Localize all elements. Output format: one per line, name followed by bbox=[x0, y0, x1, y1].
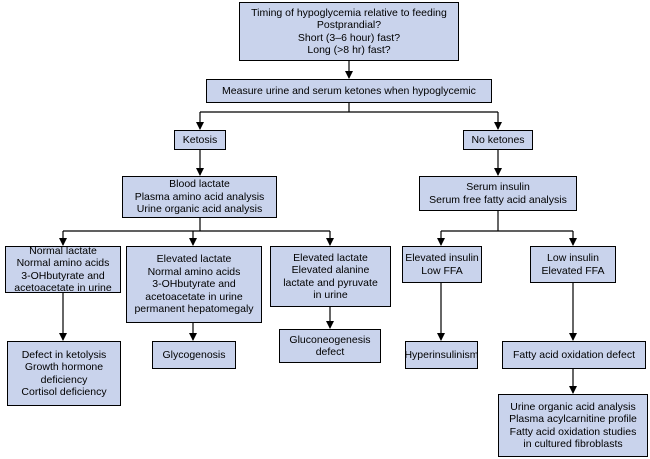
timing-line-1: Timing of hypoglycemia relative to feedi… bbox=[251, 6, 447, 19]
normal-lactate-line-3: 3-OHbutyrate and bbox=[21, 269, 105, 282]
hyperinsulinism-line-1: Hyperinsulinism bbox=[404, 348, 479, 361]
node-measure: Measure urine and serum ketones when hyp… bbox=[206, 79, 492, 103]
gluconeogenesis-line-1: Gluconeogenesis bbox=[289, 333, 371, 346]
ketolysis-defect-line-3: deficiency bbox=[40, 373, 88, 386]
urine-organic-line-1: Urine organic acid analysis bbox=[510, 400, 636, 413]
glycogenosis-line-1: Glycogenosis bbox=[162, 348, 226, 361]
urine-organic-line-2: Plasma acylcarnitine profile bbox=[509, 413, 637, 425]
low-insulin-line-1: Low insulin bbox=[547, 252, 599, 264]
node-fao-defect: Fatty acid oxidation defect bbox=[502, 341, 646, 369]
ketolysis-defect-line-4: Cortisol deficiency bbox=[21, 386, 107, 398]
ketolysis-defect-line-1: Defect in ketolysis bbox=[21, 348, 107, 361]
ketosis-line-1: Ketosis bbox=[182, 133, 218, 146]
measure-line-1: Measure urine and serum ketones when hyp… bbox=[222, 84, 476, 97]
urine-organic-line-3: Fatty acid oxidation studies bbox=[509, 425, 637, 438]
serum-insulin-line-2: Serum free fatty acid analysis bbox=[429, 193, 567, 206]
node-no-ketones: No ketones bbox=[463, 130, 533, 150]
node-glycogenosis: Glycogenosis bbox=[152, 341, 236, 369]
ketolysis-defect-line-2: Growth hormone bbox=[24, 361, 104, 373]
normal-lactate-line-4: acetoacetate in urine bbox=[14, 282, 112, 294]
fao-defect-line-1: Fatty acid oxidation defect bbox=[513, 348, 635, 361]
node-timing: Timing of hypoglycemia relative to feedi… bbox=[239, 2, 459, 61]
node-hyperinsulinism: Hyperinsulinism bbox=[404, 341, 479, 369]
elevated-lactate-1-line-2: Normal amino acids bbox=[147, 265, 241, 278]
urine-organic-line-4: in cultured fibroblasts bbox=[523, 438, 623, 450]
elevated-lactate-1-line-4: acetoacetate in urine bbox=[145, 290, 243, 303]
elevated-lactate-2-line-4: in urine bbox=[313, 289, 348, 301]
elevated-lactate-1-line-1: Elevated lactate bbox=[156, 253, 232, 266]
serum-insulin-line-1: Serum insulin bbox=[466, 181, 530, 193]
timing-line-3: Short (3–6 hour) fast? bbox=[297, 31, 401, 44]
normal-lactate-line-2: Normal amino acids bbox=[16, 257, 110, 269]
elevated-lactate-2-line-3: lactate and pyruvate bbox=[283, 276, 378, 289]
timing-line-4: Long (>8 hr) fast? bbox=[307, 44, 391, 56]
gluconeogenesis-line-2: defect bbox=[315, 346, 345, 358]
elevated-lactate-1-line-5: permanent hepatomegaly bbox=[134, 303, 254, 316]
elevated-insulin-line-2: Low FFA bbox=[421, 264, 463, 277]
elevated-lactate-2-line-1: Elevated lactate bbox=[293, 251, 368, 264]
elevated-lactate-2-line-2: Elevated alanine bbox=[291, 264, 370, 276]
elevated-lactate-1-line-3: 3-OHbutyrate and bbox=[152, 278, 236, 291]
low-insulin-line-2: Elevated FFA bbox=[541, 264, 605, 277]
elevated-insulin-line-1: Elevated insulin bbox=[405, 252, 479, 264]
blood-lactate-line-2: Plasma amino acid analysis bbox=[134, 190, 265, 203]
blood-lactate-line-3: Urine organic acid analysis bbox=[136, 203, 263, 216]
blood-lactate-line-1: Blood lactate bbox=[169, 178, 230, 191]
no-ketones-line-1: No ketones bbox=[471, 133, 525, 146]
timing-line-2: Postprandial? bbox=[316, 19, 382, 31]
node-ketosis: Ketosis bbox=[174, 130, 226, 150]
normal-lactate-line-1: Normal lactate bbox=[29, 244, 97, 257]
